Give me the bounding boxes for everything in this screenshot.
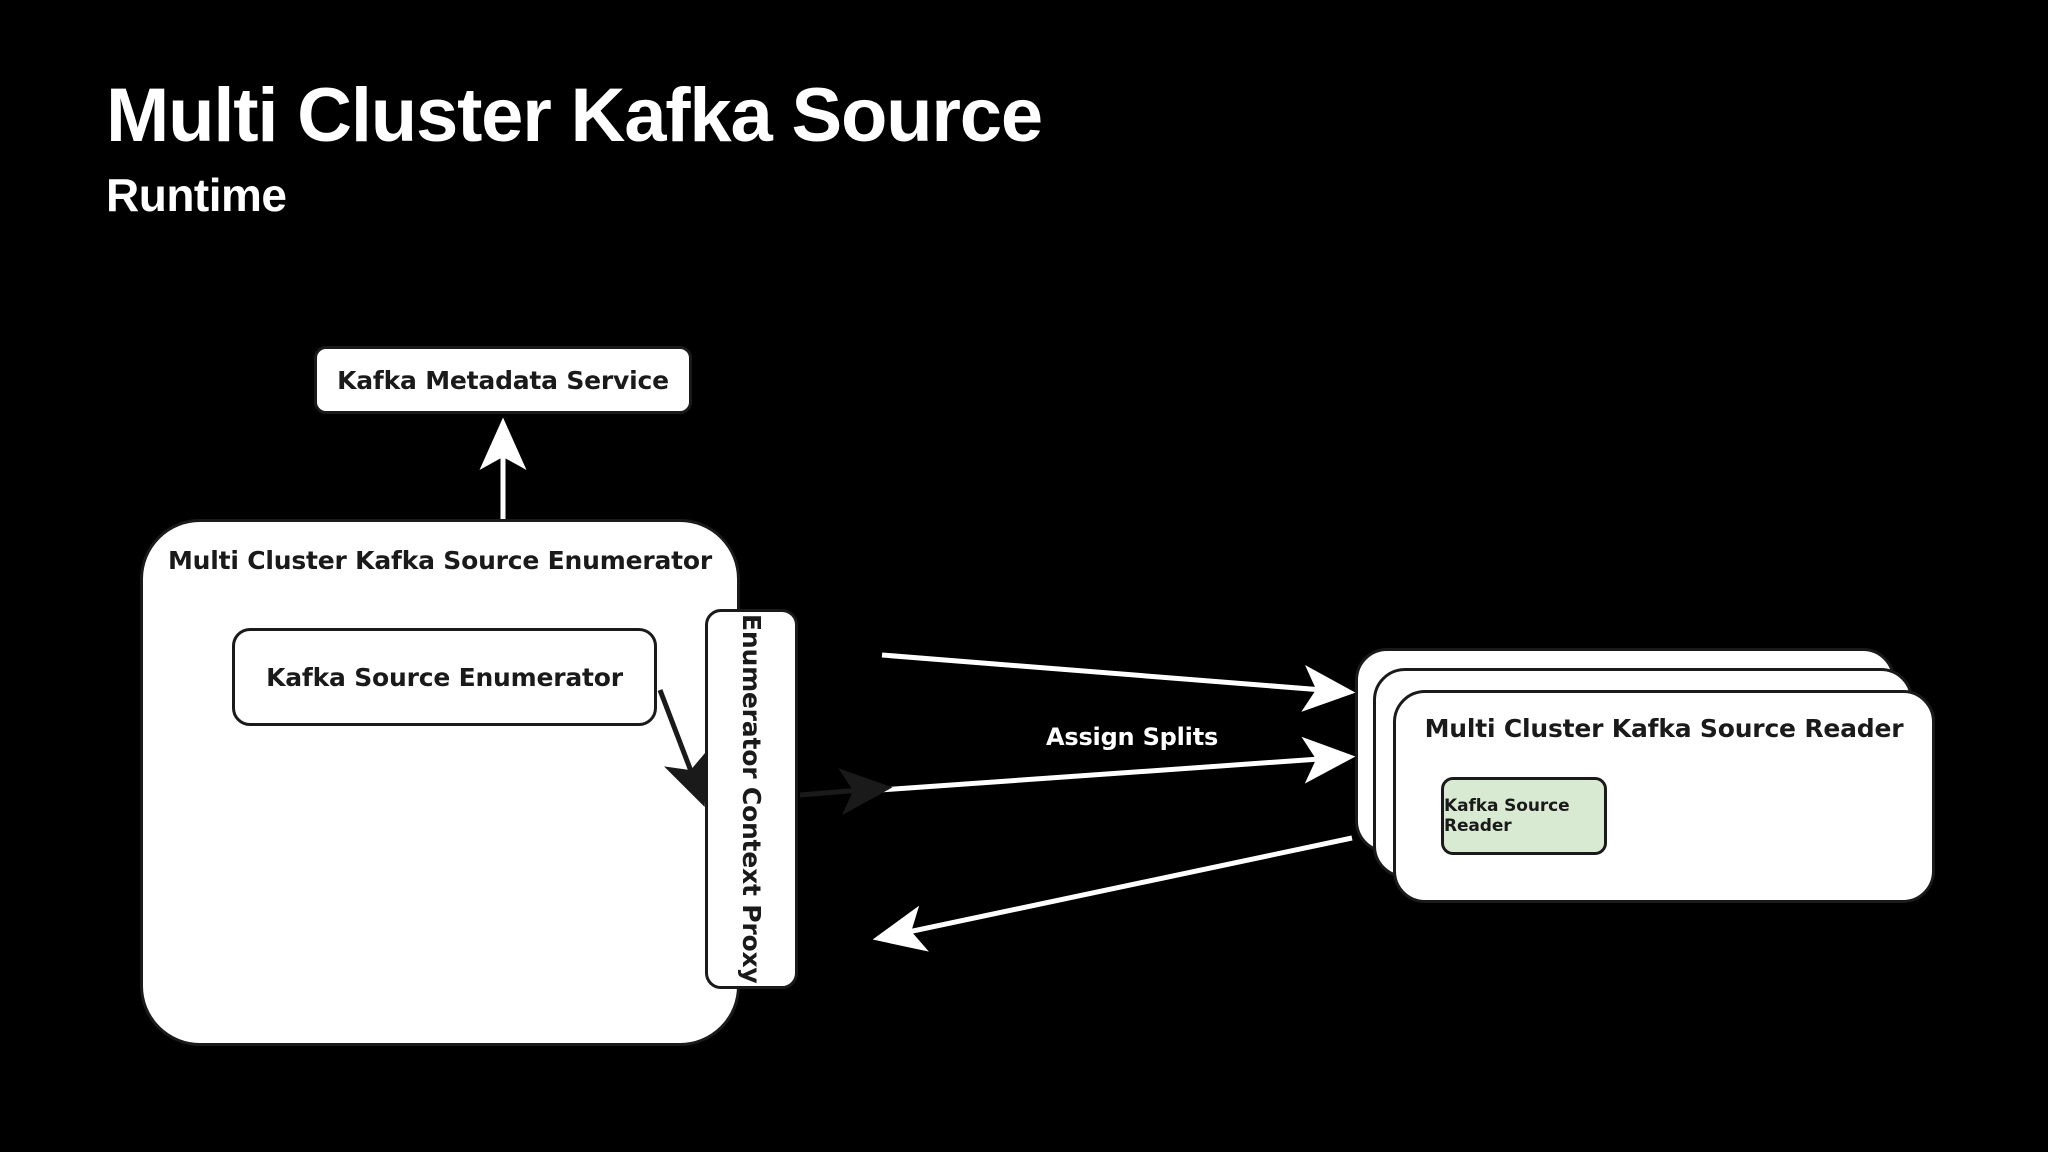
node-kafka-source-enumerator[interactable]: Kafka Source Enumerator xyxy=(232,628,657,726)
node-multi-cluster-kafka-source-enumerator[interactable]: Multi Cluster Kafka Source Enumerator xyxy=(140,519,740,1046)
node-enumerator-context-proxy[interactable]: Enumerator Context Proxy xyxy=(705,609,798,989)
edge-reader-to-enumerator xyxy=(872,835,1353,952)
node-multi-cluster-kafka-source-reader-label: Multi Cluster Kafka Source Reader xyxy=(1424,714,1904,743)
node-kafka-source-reader[interactable]: Kafka Source Reader xyxy=(1441,777,1607,855)
edge-ecp-outward xyxy=(799,768,893,816)
edge-ecp-to-reader-mid xyxy=(879,736,1356,793)
page-title: Multi Cluster Kafka Source xyxy=(106,73,1043,158)
node-multi-cluster-kafka-source-reader-stack[interactable]: Multi Cluster Kafka Source Reader Kafka … xyxy=(1355,648,1935,903)
node-kafka-source-enumerator-label: Kafka Source Enumerator xyxy=(266,662,623,692)
heading-block: Multi Cluster Kafka Source Runtime xyxy=(106,73,1506,221)
node-kafka-source-reader-label: Kafka Source Reader xyxy=(1444,796,1570,836)
page-subtitle: Runtime xyxy=(106,169,287,221)
edge-label-assign-splits: Assign Splits xyxy=(1046,723,1219,751)
node-kafka-metadata-service-label: Kafka Metadata Service xyxy=(337,365,669,395)
edge-ecp-to-reader-top xyxy=(881,652,1356,712)
node-enumerator-context-proxy-label: Enumerator Context Proxy xyxy=(737,614,766,984)
node-kafka-metadata-service[interactable]: Kafka Metadata Service xyxy=(314,346,692,414)
node-multi-cluster-kafka-source-enumerator-label: Multi Cluster Kafka Source Enumerator xyxy=(167,546,713,575)
